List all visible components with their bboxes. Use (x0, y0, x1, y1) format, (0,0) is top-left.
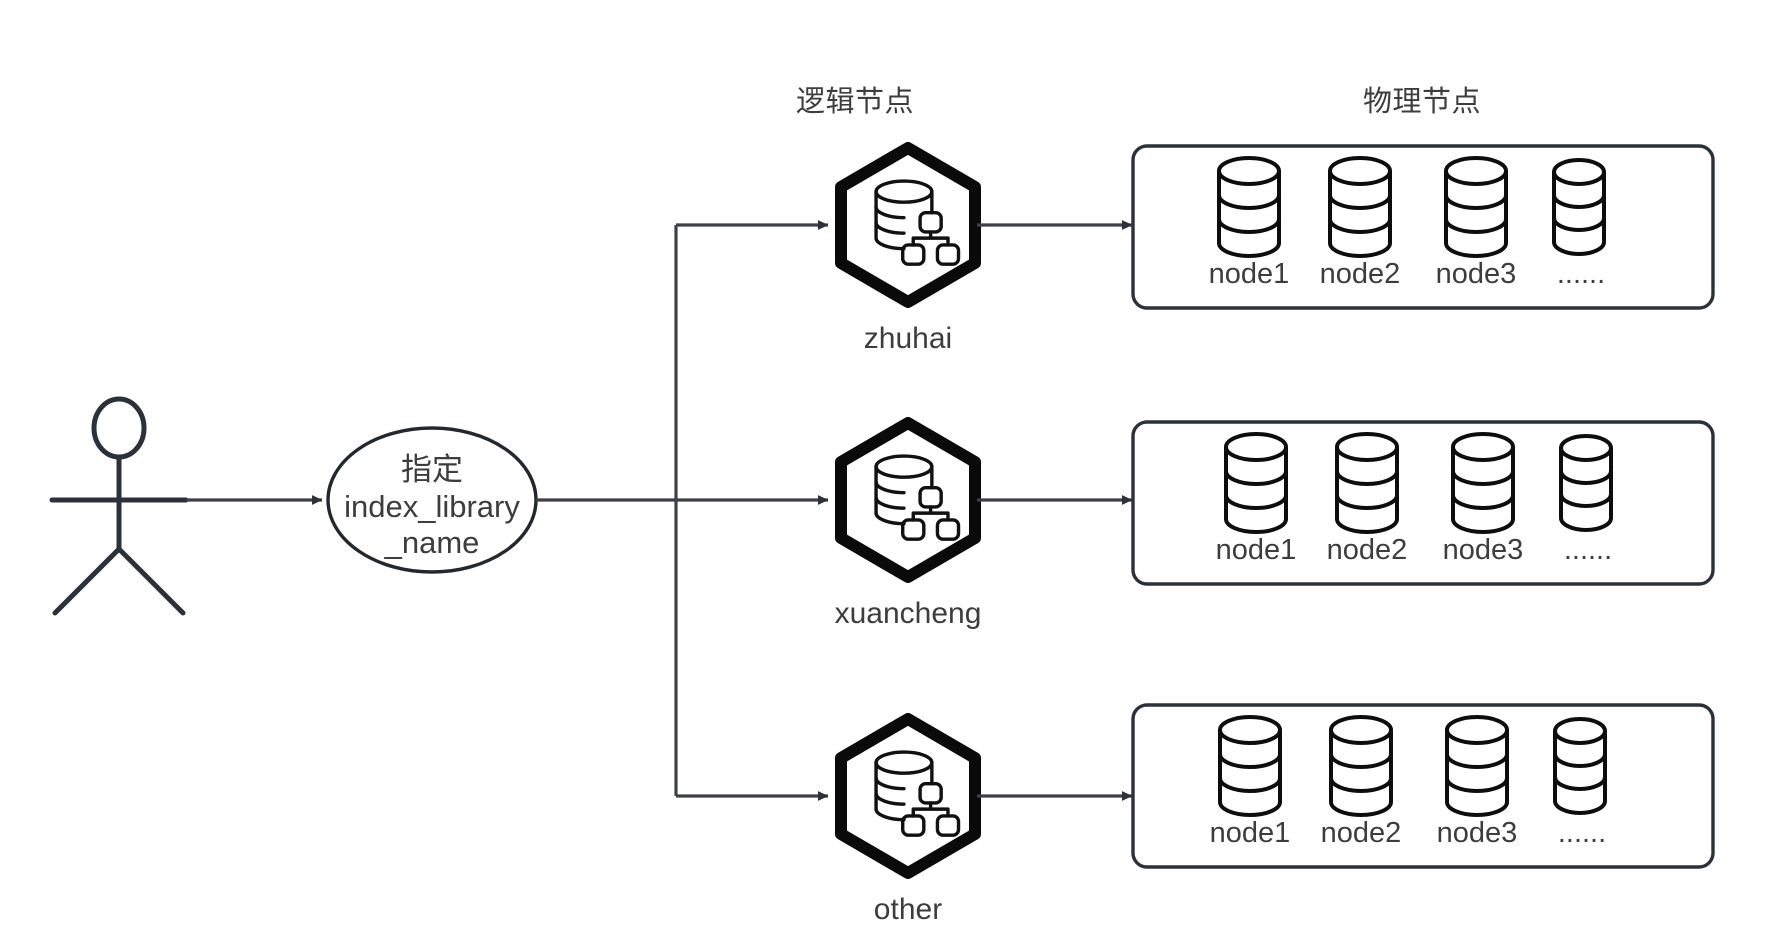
usecase-label: 指定 index_library _name (344, 452, 520, 562)
physical-node-label: node2 (1320, 817, 1402, 849)
physical-node-label: ...... (1556, 258, 1606, 290)
physical-node-label: node1 (1215, 534, 1297, 566)
database-cylinder-icon[interactable] (1224, 432, 1288, 534)
physical-node-label: node3 (1442, 534, 1524, 566)
usecase-label-line1: 指定 (400, 452, 463, 487)
physical-cylinders-group-3 (1218, 715, 1607, 817)
logical-node-hexagon-3[interactable] (835, 713, 981, 879)
usecase-label-line3: _name (384, 525, 480, 561)
physical-node-label: ...... (1557, 817, 1607, 849)
physical-cylinders-group-1 (1217, 156, 1606, 258)
database-cylinder-icon[interactable] (1552, 158, 1606, 256)
physical-cylinders-group-2 (1224, 432, 1613, 534)
logical-node-label-xuancheng: xuancheng (834, 597, 982, 630)
physical-node-label: node1 (1208, 258, 1290, 290)
physical-node-label: ...... (1563, 534, 1613, 566)
database-cluster-icon (874, 750, 961, 837)
logical-node-hexagon-1[interactable] (835, 142, 981, 308)
database-cylinder-icon[interactable] (1553, 717, 1607, 815)
actor-head-icon (91, 396, 147, 460)
physical-node-label: node3 (1435, 258, 1517, 290)
actor-stick-figure (49, 396, 189, 616)
database-cylinder-icon[interactable] (1217, 156, 1281, 258)
usecase-label-line2: index_library (344, 488, 520, 524)
column-header-physical: 物理节点 (1362, 86, 1482, 118)
column-header-logical: 逻辑节点 (795, 86, 915, 118)
hexagon-outline (835, 417, 981, 583)
database-cylinder-icon[interactable] (1445, 715, 1509, 817)
database-cylinder-icon[interactable] (1559, 434, 1613, 532)
database-cluster-icon (874, 179, 961, 266)
logical-node-label-other: other (873, 893, 943, 926)
database-cylinder-icon[interactable] (1328, 156, 1392, 258)
actor-right-leg-line (116, 546, 186, 616)
hexagon-outline (835, 713, 981, 879)
hexagon-outline (835, 142, 981, 308)
logical-node-label-zhuhai: zhuhai (863, 322, 953, 355)
database-cylinder-icon[interactable] (1335, 432, 1399, 534)
actor-left-leg-line (52, 546, 122, 616)
database-cluster-icon (874, 454, 961, 541)
database-cylinder-icon[interactable] (1444, 156, 1508, 258)
database-cylinder-icon[interactable] (1329, 715, 1393, 817)
physical-node-label: node2 (1319, 258, 1401, 290)
physical-node-label: node1 (1209, 817, 1291, 849)
database-cylinder-icon[interactable] (1451, 432, 1515, 534)
physical-node-label: node2 (1326, 534, 1408, 566)
physical-node-label: node3 (1436, 817, 1518, 849)
logical-node-hexagon-2[interactable] (835, 417, 981, 583)
database-cylinder-icon[interactable] (1218, 715, 1282, 817)
